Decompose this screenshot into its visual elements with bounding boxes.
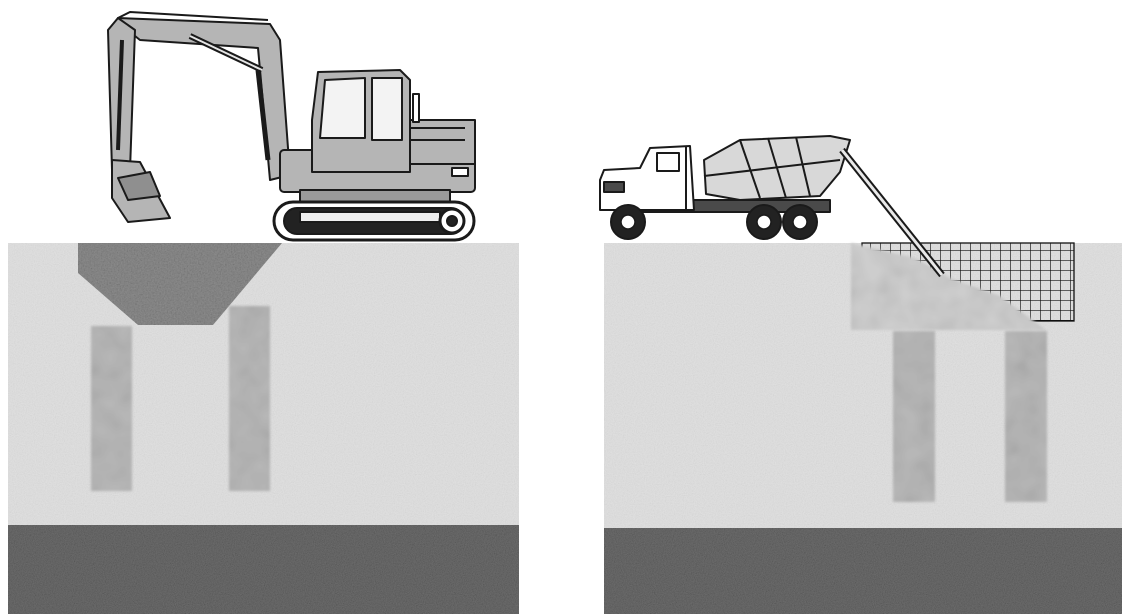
excavation-panel — [8, 243, 519, 614]
lower-gravel-layer — [8, 525, 519, 614]
pile-column-right-panel-1 — [893, 331, 935, 502]
pile-column-left — [91, 326, 132, 491]
excavator-icon — [108, 12, 475, 240]
pile-column-right — [229, 306, 270, 491]
lower-gravel-layer-right — [604, 528, 1122, 614]
pile-column-right-panel-2 — [1005, 331, 1047, 502]
pouring-panel — [604, 243, 1122, 614]
